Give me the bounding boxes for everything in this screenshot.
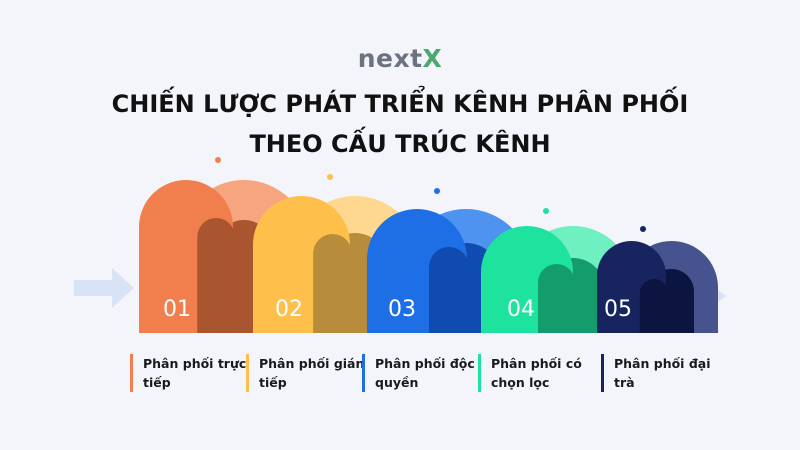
step-label: Phân phối gián tiếp [246,354,369,392]
arch-front-shadow [639,279,668,333]
step-number: 03 [388,297,416,322]
step-dot [640,226,646,232]
left-arrow [74,268,134,308]
step-label: Phân phối có chọn lọc [478,354,601,392]
step-label: Phân phối trực tiếp [130,354,253,392]
arch-front-shadow [538,264,575,333]
step-number: 04 [507,297,535,322]
step-number: 01 [163,297,191,322]
step-dot [434,188,440,194]
arch-front-shadow [429,247,469,333]
step-dot [215,157,221,163]
step-label: Phân phối đại trà [601,354,724,392]
arch-step-05: 05 [597,226,718,333]
brand-logo-prefix: next [357,44,423,73]
step-number: 05 [604,297,632,322]
step-dot [327,174,333,180]
page-title-line-1: CHIẾN LƯỢC PHÁT TRIỂN KÊNH PHÂN PHỐI [111,90,689,118]
step-label: Phân phối độc quyền [362,354,485,392]
brand-logo-accent: X [422,44,443,73]
arch-front-shadow [313,234,352,333]
brand-logo: nextX [0,44,800,73]
step-dot [543,208,549,214]
page-title-line-2: THEO CẤU TRÚC KÊNH [249,130,551,158]
arch-step-04: 04 [481,208,633,333]
step-number: 02 [275,297,303,322]
arch-front-shadow [197,218,236,333]
